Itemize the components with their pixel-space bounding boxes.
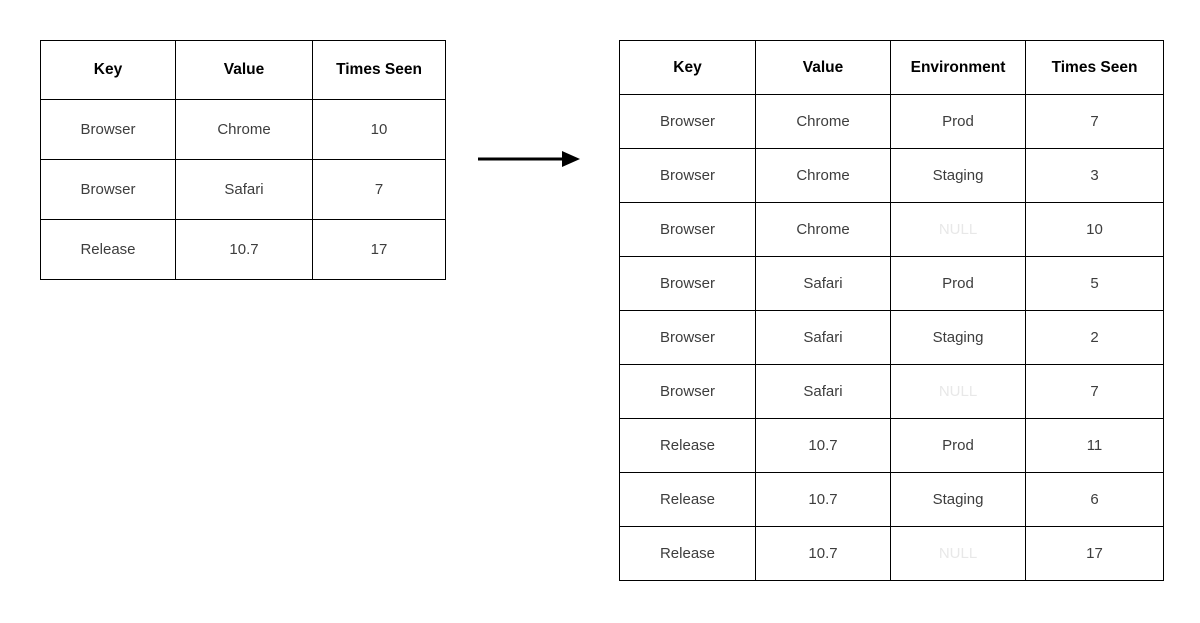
table-cell: 10 — [312, 99, 446, 160]
table-cell: Browser — [619, 256, 756, 311]
table-cell: Chrome — [755, 148, 891, 203]
table-cell: 2 — [1025, 310, 1164, 365]
table-cell: Release — [619, 472, 756, 527]
table-cell: Browser — [40, 99, 176, 160]
header-cell: Key — [40, 40, 176, 100]
table-cell: 11 — [1025, 418, 1164, 473]
header-cell: Times Seen — [312, 40, 446, 100]
header-cell: Times Seen — [1025, 40, 1164, 95]
table-cell: 7 — [312, 159, 446, 220]
table-cell: Prod — [890, 418, 1026, 473]
null-cell: NULL — [890, 526, 1026, 581]
table-cell: Staging — [890, 472, 1026, 527]
table-cell: Safari — [755, 256, 891, 311]
transform-arrow — [476, 147, 582, 171]
table-cell: Safari — [755, 310, 891, 365]
table-cell: 10.7 — [755, 526, 891, 581]
table-cell: 10 — [1025, 202, 1164, 257]
table-cell: 10.7 — [755, 418, 891, 473]
table-cell: Browser — [619, 310, 756, 365]
table-cell: 6 — [1025, 472, 1164, 527]
table-cell: Browser — [619, 148, 756, 203]
table-cell: Safari — [755, 364, 891, 419]
table-cell: 17 — [1025, 526, 1164, 581]
header-cell: Value — [755, 40, 891, 95]
table-cell: Staging — [890, 310, 1026, 365]
header-cell: Value — [175, 40, 313, 100]
table-cell: Prod — [890, 94, 1026, 149]
header-cell: Key — [619, 40, 756, 95]
null-cell: NULL — [890, 202, 1026, 257]
table-cell: 7 — [1025, 364, 1164, 419]
table-cell: Chrome — [755, 94, 891, 149]
table-cell: Browser — [619, 364, 756, 419]
table-cell: Chrome — [175, 99, 313, 160]
table-cell: 17 — [312, 219, 446, 280]
table-cell: Staging — [890, 148, 1026, 203]
table-cell: 10.7 — [175, 219, 313, 280]
table-cell: Release — [619, 526, 756, 581]
table-cell: 5 — [1025, 256, 1164, 311]
table-cell: Browser — [619, 202, 756, 257]
header-cell: Environment — [890, 40, 1026, 95]
table-cell: 7 — [1025, 94, 1164, 149]
right-arrow-icon — [478, 151, 580, 167]
table-cell: Release — [619, 418, 756, 473]
null-cell: NULL — [890, 364, 1026, 419]
table-cell: Safari — [175, 159, 313, 220]
table-cell: 10.7 — [755, 472, 891, 527]
table-cell: 3 — [1025, 148, 1164, 203]
table-cell: Chrome — [755, 202, 891, 257]
table-cell: Release — [40, 219, 176, 280]
table-cell: Prod — [890, 256, 1026, 311]
table-cell: Browser — [619, 94, 756, 149]
table-cell: Browser — [40, 159, 176, 220]
